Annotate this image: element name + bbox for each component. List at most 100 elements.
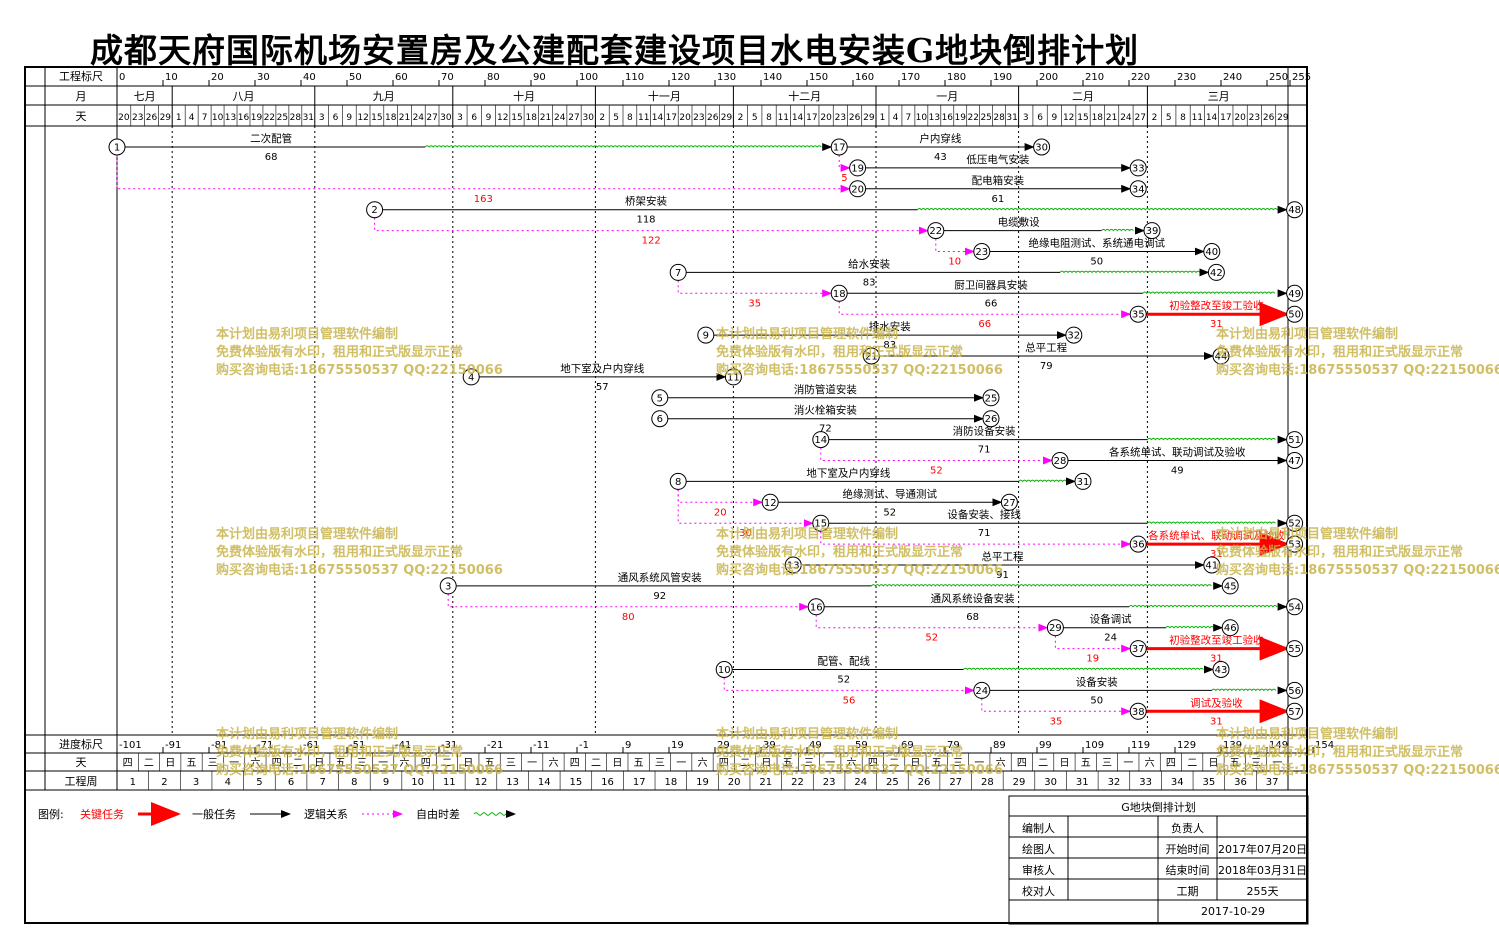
- weekday-label: 五: [783, 758, 793, 769]
- day-label: 12: [497, 113, 508, 123]
- event-node: 29: [1046, 619, 1064, 637]
- day-label: 26: [849, 113, 861, 123]
- day-label: 11: [1192, 113, 1203, 123]
- day-label: 29: [160, 113, 172, 123]
- task-duration: 43: [934, 152, 947, 163]
- free-float-value: 52: [925, 633, 938, 644]
- free-float-wave: [1211, 688, 1277, 692]
- task-name: 设备安装、接线: [947, 508, 1021, 521]
- event-node: 21: [862, 347, 880, 365]
- svg-text:11: 11: [727, 372, 740, 383]
- day-label: 11: [638, 113, 649, 123]
- week-label: 1: [130, 777, 136, 788]
- task-duration: 83: [883, 340, 896, 351]
- task-duration: 49: [1171, 466, 1184, 477]
- day-label: 15: [1077, 113, 1088, 123]
- start-label: 开始时间: [1165, 843, 1210, 856]
- event-node: 48: [1286, 201, 1304, 219]
- event-node: 53: [1286, 535, 1304, 553]
- progress-tick-label: 89: [993, 740, 1006, 751]
- logic-link: [981, 698, 1132, 716]
- day-label: 22: [968, 113, 979, 123]
- free-float-value: 80: [622, 612, 635, 623]
- event-node: 16: [807, 598, 825, 616]
- event-node: 51: [1286, 431, 1304, 449]
- event-node: 19: [849, 159, 867, 177]
- logic-link: [677, 280, 833, 298]
- task-duration: 57: [596, 382, 609, 393]
- weekday-label: 四: [1166, 758, 1176, 769]
- weekday-label: 二: [144, 758, 154, 769]
- progress-tick-label: -41: [395, 740, 411, 751]
- free-float-wave: [1018, 479, 1067, 483]
- day-label: 12: [357, 113, 368, 123]
- event-node: 34: [1129, 180, 1147, 198]
- month-label: 十二月: [788, 89, 821, 103]
- day-label: 24: [554, 113, 566, 123]
- svg-text:32: 32: [1067, 331, 1080, 342]
- event-node: 52: [1286, 514, 1304, 532]
- info-box: [1008, 795, 1309, 925]
- weekday-label: 四: [123, 758, 133, 769]
- week-label: 26: [918, 777, 931, 788]
- legend-float-label: 自由时差: [416, 807, 460, 821]
- scale-tick-label: 150: [809, 72, 828, 83]
- day-row-label: 天: [76, 110, 87, 123]
- timeline-footer: 进度标尺天工程周-101-91-81-71-61-51-41-31-21-11-…: [25, 734, 1334, 791]
- week-label: 13: [506, 777, 519, 788]
- free-float-value: 20: [714, 507, 727, 518]
- end-label: 结束时间: [1165, 864, 1210, 877]
- weekday-label: 二: [1038, 758, 1048, 769]
- weekday-label: 一: [527, 758, 537, 769]
- svg-text:7: 7: [675, 268, 681, 279]
- weekday-label: 五: [634, 758, 644, 769]
- event-node: 50: [1286, 305, 1304, 323]
- weekday-label: 日: [612, 758, 622, 769]
- svg-text:10: 10: [718, 665, 731, 676]
- event-node: 28: [1051, 452, 1069, 469]
- free-float-wave: [1142, 291, 1276, 295]
- week-label: 23: [823, 777, 836, 788]
- weekday-label: 一: [676, 758, 686, 769]
- svg-text:19: 19: [851, 163, 864, 174]
- task-duration: 50: [1090, 695, 1103, 706]
- svg-text:31: 31: [1077, 477, 1090, 488]
- task-duration: 71: [978, 445, 991, 456]
- week-label: 25: [886, 777, 899, 788]
- scale-tick-label: 240: [1223, 72, 1242, 83]
- progress-tick-label: -61: [303, 740, 319, 751]
- week-label: 29: [1013, 777, 1026, 788]
- task-name: 通风系统设备安装: [931, 592, 1015, 605]
- svg-text:38: 38: [1132, 707, 1145, 718]
- weekday-label: 二: [591, 758, 601, 769]
- float-lines: [424, 145, 1278, 692]
- event-node: 45: [1221, 577, 1239, 595]
- weekday-label: 日: [1208, 758, 1218, 769]
- day-label: 23: [132, 113, 143, 123]
- event-node: 42: [1207, 263, 1225, 281]
- day-label: 2: [599, 113, 605, 123]
- day-label: 23: [1249, 113, 1260, 123]
- day-label: 15: [511, 113, 522, 123]
- task-duration: 68: [265, 152, 278, 163]
- day-label: 24: [413, 113, 425, 123]
- day-label: 31: [303, 113, 314, 123]
- week-label: 6: [288, 777, 294, 788]
- duration-value: 255天: [1246, 885, 1279, 898]
- task-duration: 52: [883, 507, 896, 518]
- svg-text:15: 15: [814, 519, 827, 530]
- svg-text:5: 5: [657, 393, 663, 404]
- svg-text:43: 43: [1215, 665, 1228, 676]
- weekday-label: 六: [996, 757, 1006, 769]
- svg-text:6: 6: [657, 414, 663, 425]
- free-float-wave: [1101, 228, 1134, 232]
- svg-text:56: 56: [1288, 686, 1301, 697]
- progress-tick-label: 59: [855, 740, 868, 751]
- task-name: 调试及验收: [1190, 696, 1243, 709]
- event-node: 7: [669, 263, 687, 281]
- task-name: 总平工程: [1025, 341, 1067, 354]
- task-duration: 118: [636, 215, 655, 226]
- month-label: 八月: [233, 90, 255, 103]
